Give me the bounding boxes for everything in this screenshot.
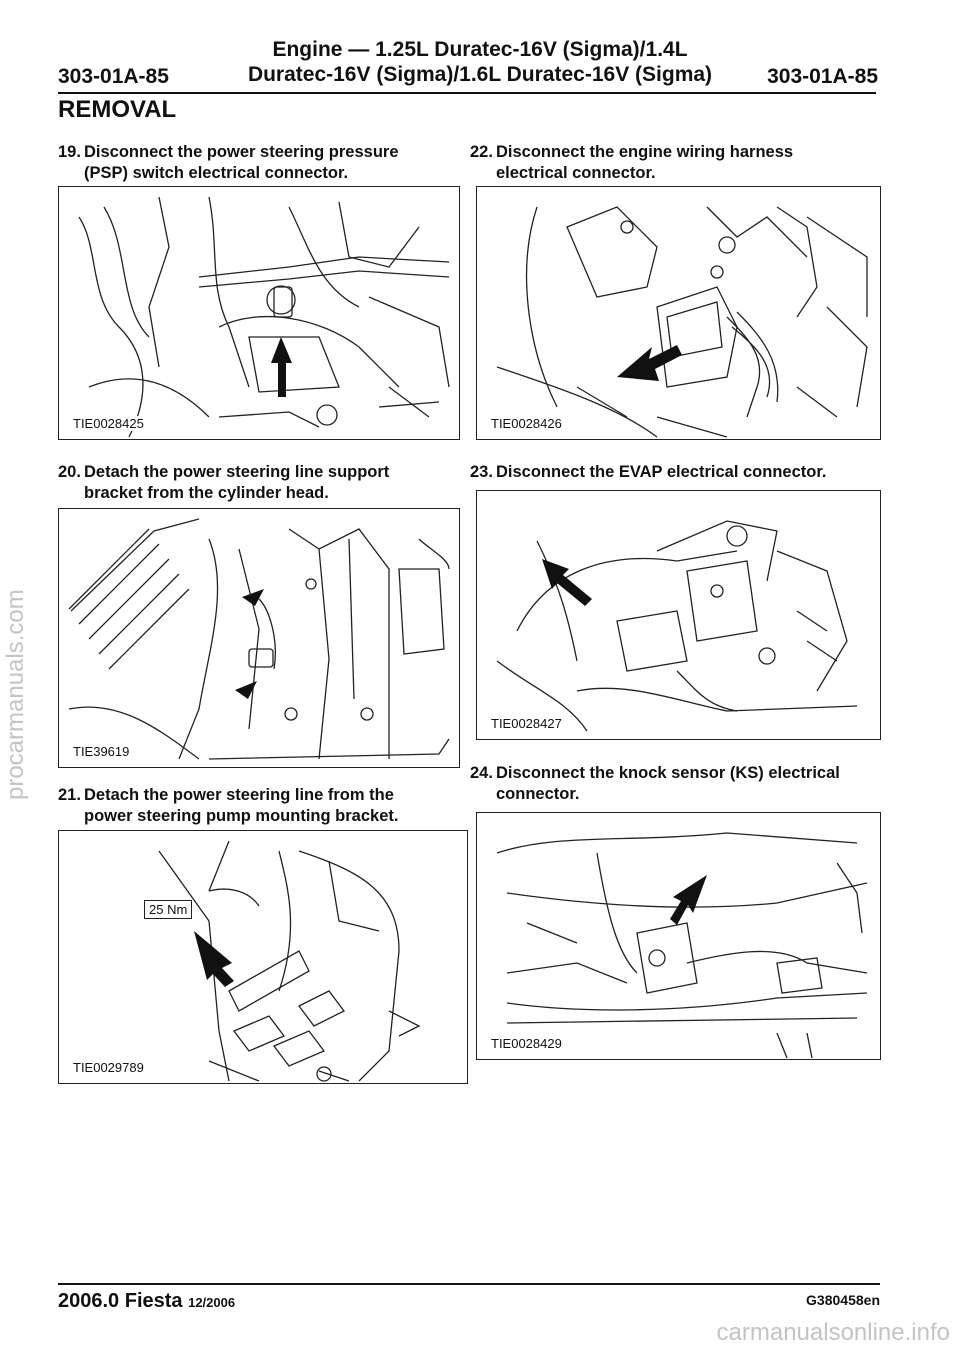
- footer-rule: [58, 1283, 880, 1285]
- step-text-line2: bracket from the cylinder head.: [84, 484, 329, 502]
- engine-illustration: [158, 840, 421, 1082]
- engine-illustration: [78, 196, 450, 438]
- section-heading: REMOVAL: [58, 96, 177, 123]
- step-text-line1: Disconnect the engine wiring harness: [496, 143, 794, 161]
- figure-wiring-harness-connector: TIE0028426: [476, 186, 881, 440]
- figure-knock-sensor-connector: TIE0028429: [476, 812, 881, 1060]
- footer-date: 12/2006: [188, 1295, 236, 1310]
- engine-illustration: [496, 832, 868, 1059]
- step-number: 21.: [58, 786, 81, 804]
- figure-pump-mounting-bracket: 25 Nm TIE0029789: [58, 830, 468, 1084]
- engine-illustration: [68, 518, 450, 760]
- step-19: 19.Disconnect the power steering pressur…: [58, 142, 399, 184]
- figure-psp-switch: TIE0028425: [58, 186, 460, 440]
- engine-illustration: [496, 520, 858, 732]
- figure-id: TIE0028425: [71, 416, 146, 431]
- step-23: 23.Disconnect the EVAP electrical connec…: [470, 462, 826, 483]
- step-text-line2: power steering pump mounting bracket.: [84, 807, 399, 825]
- figure-id: TIE0028426: [489, 416, 564, 431]
- footer-model-name: 2006.0 Fiesta: [58, 1290, 183, 1312]
- figure-id: TIE0028429: [489, 1036, 564, 1051]
- arrow-indicator: [271, 337, 292, 397]
- watermark-bottom: carmanualsonline.info: [716, 1319, 950, 1346]
- arrow-indicator: [242, 589, 264, 606]
- arrow-indicator: [617, 345, 682, 381]
- engine-illustration: [496, 206, 868, 438]
- figure-evap-connector: TIE0028427: [476, 490, 881, 740]
- step-text-line2: electrical connector.: [496, 164, 656, 182]
- arrow-indicator: [235, 681, 257, 699]
- watermark-side: procarmanuals.com: [2, 589, 29, 800]
- step-text-line2: connector.: [496, 785, 580, 803]
- figure-id: TIE39619: [71, 744, 132, 759]
- footer-doc-code: G380458en: [806, 1292, 880, 1308]
- page-code-left: 303-01A-85: [58, 65, 169, 88]
- step-text-line1: Disconnect the EVAP electrical connector…: [496, 463, 827, 481]
- step-number: 24.: [470, 764, 493, 782]
- step-text-line1: Detach the power steering line support: [84, 463, 390, 481]
- arrow-indicator: [542, 559, 592, 606]
- step-20: 20.Detach the power steering line suppor…: [58, 462, 389, 504]
- page-title: Engine — 1.25L Duratec-16V (Sigma)/1.4L: [0, 38, 960, 62]
- step-number: 22.: [470, 143, 493, 161]
- arrow-indicator: [194, 931, 234, 987]
- step-22: 22.Disconnect the engine wiring harness …: [470, 142, 793, 184]
- step-number: 19.: [58, 143, 81, 161]
- torque-label: 25 Nm: [144, 900, 193, 919]
- title-line-1: Engine — 1.25L Duratec-16V (Sigma)/1.4L: [272, 38, 688, 61]
- step-text-line2: (PSP) switch electrical connector.: [84, 164, 349, 182]
- page-code-right: 303-01A-85: [767, 65, 878, 88]
- step-text-line1: Disconnect the power steering pressure: [84, 143, 399, 161]
- figure-line-support-bracket: TIE39619: [58, 508, 460, 768]
- figure-id: TIE0028427: [489, 716, 564, 731]
- step-number: 23.: [470, 463, 493, 481]
- arrow-indicator: [670, 875, 707, 925]
- footer-model: 2006.0 Fiesta 12/2006: [58, 1290, 235, 1313]
- step-text-line1: Detach the power steering line from the: [84, 786, 394, 804]
- step-24: 24.Disconnect the knock sensor (KS) elec…: [470, 763, 840, 805]
- header-rule: [58, 92, 876, 94]
- figure-id: TIE0029789: [71, 1060, 146, 1075]
- title-line-2: Duratec-16V (Sigma)/1.6L Duratec-16V (Si…: [247, 63, 713, 86]
- step-number: 20.: [58, 463, 81, 481]
- step-text-line1: Disconnect the knock sensor (KS) electri…: [496, 764, 840, 782]
- step-21: 21.Detach the power steering line from t…: [58, 785, 398, 827]
